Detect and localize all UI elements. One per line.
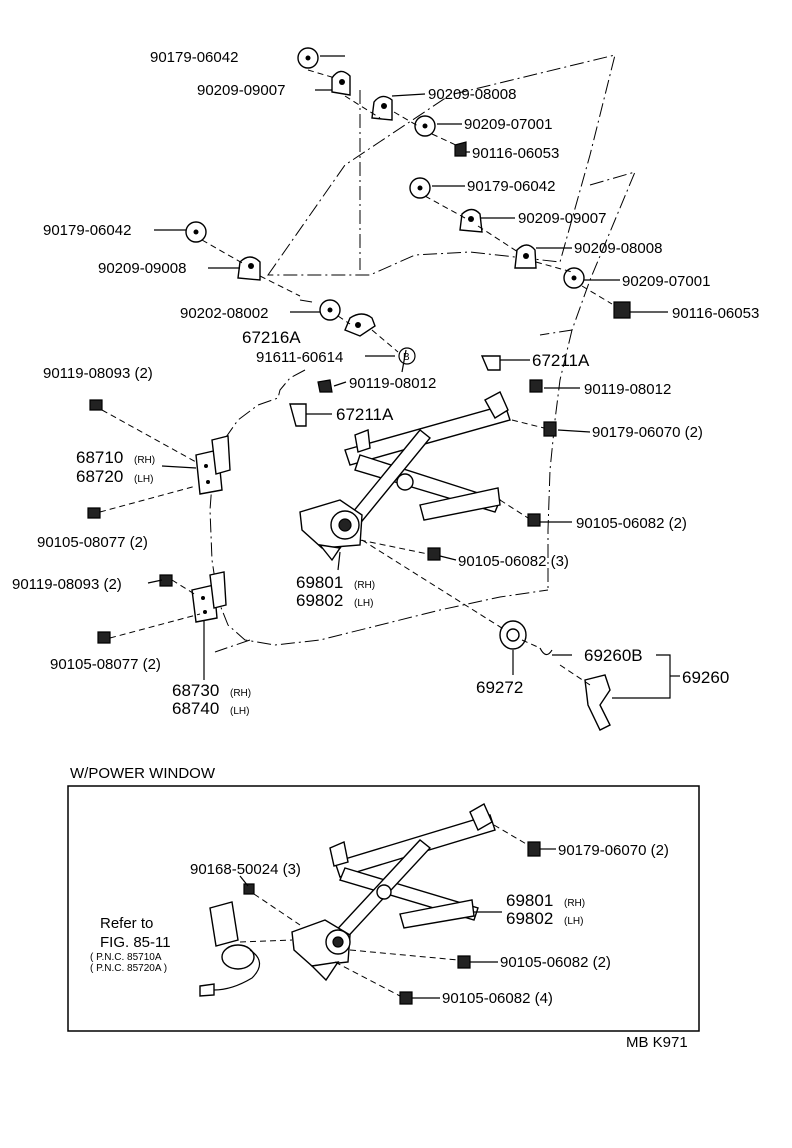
- label-90105-08077-b: 90105-08077 (2): [50, 656, 161, 673]
- label-69802: 69802: [296, 591, 343, 610]
- label-90179-06042-b: 90179-06042: [467, 178, 555, 195]
- label-90179-06042-a: 90179-06042: [150, 49, 238, 66]
- label-90119-08093-b: 90119-08093 (2): [12, 576, 122, 593]
- label-ref-b: B: [403, 352, 410, 363]
- label-90209-08008-b: 90209-08008: [574, 240, 662, 257]
- pw-label-69801-rh: (RH): [564, 898, 585, 909]
- label-90105-06082-a: 90105-06082 (2): [576, 515, 687, 532]
- door-panel-outline: [209, 329, 573, 653]
- pw-ref-line4: ( P.N.C. 85720A ): [90, 963, 167, 974]
- diagram-code: MB K971: [626, 1034, 688, 1051]
- label-67211a-b: 67211A: [336, 405, 394, 424]
- label-90209-09008: 90209-09008: [98, 260, 186, 277]
- leader-lines: [99, 55, 680, 699]
- window-handle: [499, 620, 611, 731]
- label-68740-lh: (LH): [230, 706, 249, 717]
- label-90119-08012-a: 90119-08012: [349, 375, 436, 392]
- label-90209-09007-a: 90209-09007: [197, 82, 285, 99]
- label-68710: 68710: [76, 448, 123, 467]
- label-68710-rh: (RH): [134, 455, 155, 466]
- label-90209-07001-b: 90209-07001: [622, 273, 710, 290]
- power-window-section: W/POWER WINDOW 90179-: [67, 765, 700, 1032]
- pw-label-90105-06082-a: 90105-06082 (2): [500, 954, 611, 971]
- label-67216a: 67216A: [242, 328, 301, 347]
- label-68720-lh: (LH): [134, 474, 153, 485]
- label-69801: 69801: [296, 573, 343, 592]
- pw-label-69802-lh: (LH): [564, 916, 583, 927]
- label-68740: 68740: [172, 699, 219, 718]
- power-window-box: [67, 785, 700, 1032]
- label-68730-rh: (RH): [230, 688, 251, 699]
- pw-label-69801: 69801: [506, 891, 553, 910]
- label-90105-06082-b: 90105-06082 (3): [458, 553, 569, 570]
- label-69802-lh: (LH): [354, 598, 373, 609]
- ref-circle-b: [398, 347, 416, 365]
- lower-hinge: [191, 571, 227, 623]
- pw-label-90179-06070: 90179-06070 (2): [558, 842, 669, 859]
- pw-label-69802: 69802: [506, 909, 553, 928]
- pw-ref-line2: FIG. 85-11: [100, 934, 171, 951]
- pw-label-90105-06082-b: 90105-06082 (4): [442, 990, 553, 1007]
- label-90119-08093-a: 90119-08093 (2): [43, 365, 153, 382]
- label-90179-06042-c: 90179-06042: [43, 222, 131, 239]
- power-window-title: W/POWER WINDOW: [70, 765, 216, 782]
- window-regulator: [299, 391, 511, 562]
- label-90119-08012-b: 90119-08012: [584, 381, 671, 398]
- label-69260: 69260: [682, 668, 729, 687]
- upper-hinge: [195, 435, 231, 495]
- pw-ref-line1: Refer to: [100, 915, 153, 932]
- label-90116-06053-a: 90116-06053: [472, 145, 559, 162]
- label-90209-09007-b: 90209-09007: [518, 210, 606, 227]
- label-91611-60614: 91611-60614: [256, 349, 343, 366]
- label-68720: 68720: [76, 467, 123, 486]
- label-69272: 69272: [476, 678, 523, 697]
- pw-label-90168-50024: 90168-50024 (3): [190, 861, 301, 878]
- label-67211a-a: 67211A: [532, 351, 590, 370]
- upper-clips: [87, 47, 631, 644]
- label-68730: 68730: [172, 681, 219, 700]
- label-90105-08077-a: 90105-08077 (2): [37, 534, 148, 551]
- upper-labels: 90179-06042 90209-09007 90209-08008 9020…: [12, 49, 759, 718]
- label-90202-08002: 90202-08002: [180, 305, 268, 322]
- label-69260b: 69260B: [584, 646, 643, 665]
- label-90209-08008-a: 90209-08008: [428, 86, 516, 103]
- label-90116-06053-b: 90116-06053: [672, 305, 759, 322]
- label-90209-07001-a: 90209-07001: [464, 116, 552, 133]
- label-69801-rh: (RH): [354, 580, 375, 591]
- label-90179-06070-a: 90179-06070 (2): [592, 424, 703, 441]
- pw-ref-line3: ( P.N.C. 85710A: [90, 952, 162, 963]
